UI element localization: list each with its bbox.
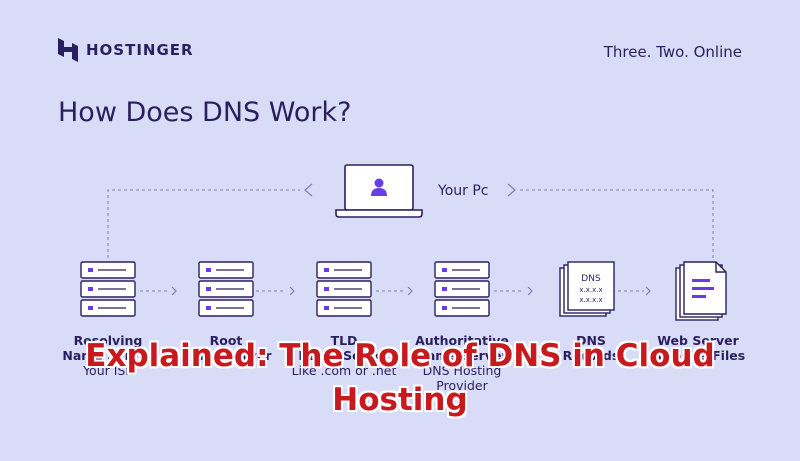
server-icon <box>434 261 490 317</box>
connector-arrows <box>171 183 651 296</box>
node-label-line2: Name Server <box>62 348 154 363</box>
hostinger-logo[interactable]: HOSTINGER <box>58 38 194 62</box>
dns-card-row-1: x.x.x.x <box>579 286 602 294</box>
laptop-icon <box>335 164 423 218</box>
brand-name: HOSTINGER <box>86 41 194 59</box>
pc-label: Your Pc <box>438 183 489 199</box>
node-label-line1: Root <box>209 333 243 348</box>
node-label-line1: DNS <box>576 333 606 348</box>
node-label-line3: Like .com or .net <box>291 363 397 378</box>
user-icon <box>374 178 384 188</box>
dns-records-icon: DNS x.x.x.x x.x.x.x <box>559 261 615 317</box>
node-label-line2: Name Server <box>180 348 272 363</box>
node-label-line1: Web Server <box>657 333 739 348</box>
dns-card-row-2: x.x.x.x <box>579 296 602 304</box>
node-label-line2: Name Server <box>416 348 508 363</box>
node-label-line2: Name Server <box>298 348 390 363</box>
overlay-headline-line-2: Hosting <box>332 382 468 418</box>
node-label-line1: Resolving <box>73 333 143 348</box>
overlay-headline: Explained: The Role of DNS in Cloud Host… <box>0 334 800 422</box>
node-label-line3: Your ISP <box>83 363 133 378</box>
server-icon <box>198 261 254 317</box>
server-icon <box>316 261 372 317</box>
server-icon <box>80 261 136 317</box>
page-title: How Does DNS Work? <box>58 97 352 128</box>
node-label-line1: Authoritative <box>415 333 509 348</box>
dns-card-title: DNS <box>581 274 601 284</box>
server-icons <box>80 261 490 317</box>
node-label-line3: DNS Hosting Provider <box>422 363 502 393</box>
hostinger-logo-icon <box>58 38 78 62</box>
node-label-line2: Records <box>562 348 620 363</box>
node-label-line2: Website Files <box>650 348 746 363</box>
document-icon <box>675 261 727 321</box>
connector-lines <box>107 189 714 292</box>
node-label-line1: TLD <box>330 333 358 348</box>
overlay-headline-line-1: Explained: The Role of DNS in Cloud <box>85 338 715 374</box>
brand-tagline: Three. Two. Online <box>603 43 742 61</box>
